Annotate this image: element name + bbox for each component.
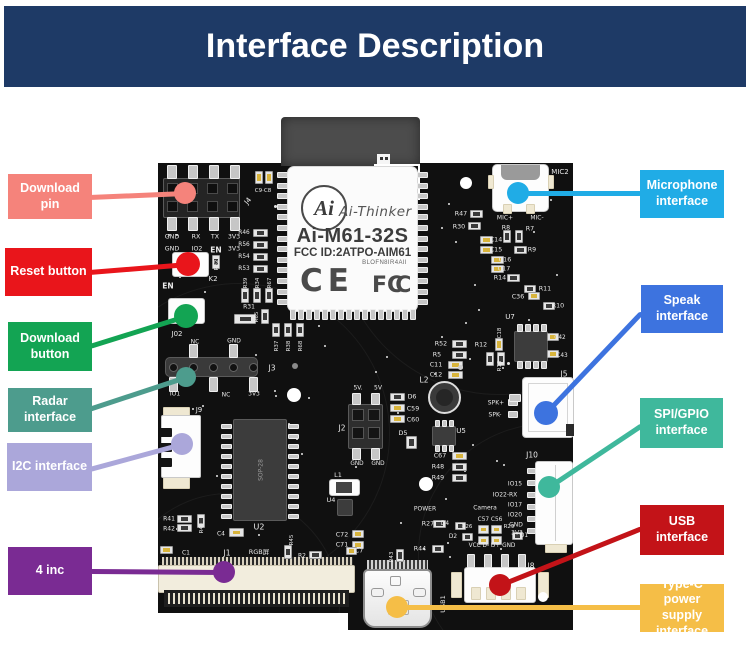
callout-reset-button: Reset button — [5, 248, 92, 296]
callout-type-c-power-supply-interface: Type-C power supply interface — [640, 577, 724, 638]
callout-4-inc: 4 inc — [8, 547, 92, 595]
callout-radar-interface: Radar interface — [8, 388, 92, 432]
page-title: Interface Description — [205, 27, 545, 65]
module-antenna — [281, 117, 420, 200]
callout-download-pin: Download pin — [8, 174, 92, 219]
callout-microphone-interface: Microphone interface — [640, 170, 724, 218]
callout-usb-interface: USB interface — [640, 505, 724, 555]
title-banner: Interface Description — [4, 6, 746, 87]
callout-download-button: Download button — [8, 322, 92, 371]
callout-speak-interface: Speak interface — [641, 285, 723, 333]
pcb-board — [158, 163, 573, 630]
callout-i2c-interface: I2C interface — [7, 443, 92, 491]
callout-spi-gpio-interface: SPI/GPIO interface — [640, 398, 723, 448]
